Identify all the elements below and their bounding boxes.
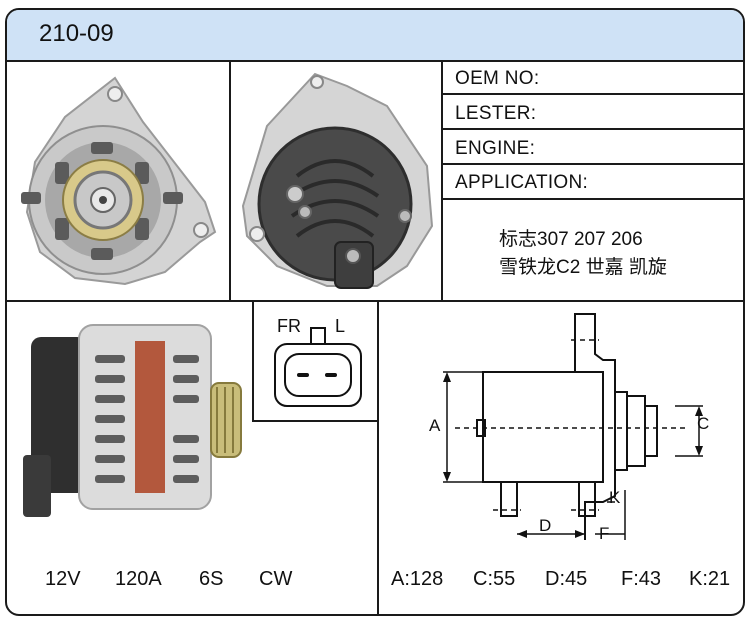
alternator-side-view bbox=[23, 324, 242, 517]
connector-plug-diagram bbox=[274, 327, 362, 407]
divider bbox=[441, 128, 743, 130]
application-line-2: 雪铁龙C2 世嘉 凯旋 bbox=[499, 257, 667, 278]
divider bbox=[441, 163, 743, 165]
connector-pin-l: L bbox=[335, 316, 346, 336]
dimension-label-f: F bbox=[599, 524, 610, 543]
alternator-rear-view bbox=[241, 72, 434, 289]
dimension-a-value: A:128 bbox=[391, 568, 444, 590]
divider bbox=[252, 300, 254, 422]
dimension-d-value: D:45 bbox=[545, 568, 588, 590]
spec-voltage: 12V bbox=[45, 568, 81, 590]
divider bbox=[252, 420, 379, 422]
title-bar: 210-09 bbox=[7, 10, 743, 62]
dimension-label-a: A bbox=[429, 416, 441, 435]
spec-pulley-grooves: 6S bbox=[199, 568, 224, 590]
alternator-front-view bbox=[21, 76, 217, 286]
divider bbox=[441, 93, 743, 95]
product-sheet: 210-09 OEM NO: LESTER: ENGINE: APPLICATI… bbox=[5, 8, 745, 616]
spec-amperage: 120A bbox=[115, 568, 162, 590]
divider bbox=[441, 198, 743, 200]
dimension-drawing bbox=[443, 313, 703, 540]
divider bbox=[441, 60, 443, 300]
connector-pin-fr: FR bbox=[277, 316, 301, 336]
dimension-label-c: C bbox=[697, 414, 710, 433]
dimension-c-value: C:55 bbox=[473, 568, 516, 590]
divider bbox=[229, 60, 231, 300]
oem-number-label: OEM NO: bbox=[455, 68, 540, 89]
divider bbox=[7, 300, 743, 302]
application-label: APPLICATION: bbox=[455, 172, 589, 193]
spec-rotation: CW bbox=[259, 568, 293, 590]
application-line-1: 标志307 207 206 bbox=[499, 229, 643, 250]
dimension-f-value: F:43 bbox=[621, 568, 662, 590]
dimension-label-d: D bbox=[539, 516, 552, 535]
dimension-k-value: K:21 bbox=[689, 568, 731, 590]
part-number-title: 210-09 bbox=[39, 20, 114, 47]
dimension-label-k: K bbox=[609, 488, 621, 507]
engine-label: ENGINE: bbox=[455, 138, 536, 159]
lester-label: LESTER: bbox=[455, 103, 537, 124]
divider bbox=[377, 300, 379, 614]
